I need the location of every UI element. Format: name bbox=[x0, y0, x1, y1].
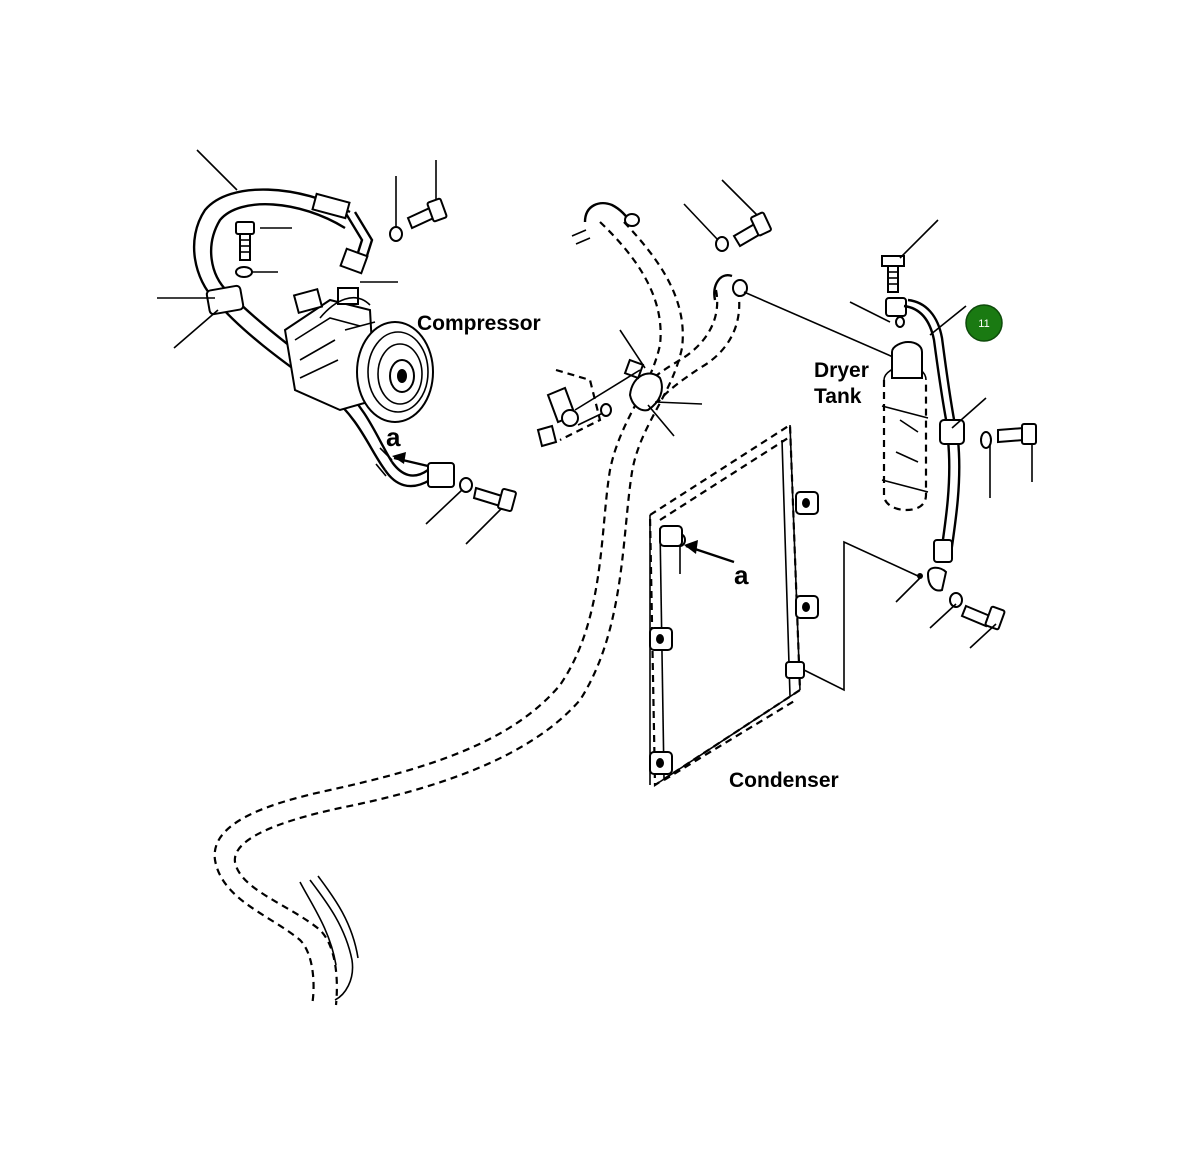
washer-icon bbox=[235, 226, 473, 493]
view-a-label-right: a bbox=[734, 560, 749, 590]
bolt-icon bbox=[235, 221, 255, 261]
dryer-label-line1: Dryer bbox=[814, 359, 869, 382]
condenser-label: Condenser bbox=[729, 769, 839, 792]
view-arrow-right bbox=[684, 540, 735, 564]
bolt-icon bbox=[406, 197, 448, 230]
clamp-icon bbox=[649, 491, 819, 775]
washer-icon bbox=[674, 236, 729, 547]
hose-fitting-icon bbox=[571, 201, 748, 301]
bolt-icon bbox=[997, 423, 1037, 445]
hose-fitting-icon bbox=[885, 297, 907, 328]
bolt-icon bbox=[732, 211, 772, 248]
callout-number: 11 bbox=[978, 318, 989, 330]
dryer-outlet-line bbox=[903, 298, 965, 592]
clamp-icon bbox=[623, 358, 663, 412]
bracket bbox=[536, 368, 612, 448]
washer-icon bbox=[917, 431, 992, 608]
condenser bbox=[648, 423, 819, 788]
bolt-icon bbox=[960, 604, 1006, 631]
leader-lines-right bbox=[803, 219, 1033, 692]
leader-lines-center bbox=[574, 179, 901, 574]
dryer-tank bbox=[881, 340, 929, 512]
compressor bbox=[283, 287, 434, 423]
compressor-label: Compressor bbox=[417, 312, 541, 335]
view-arrow-left bbox=[392, 452, 429, 468]
bolt-icon bbox=[881, 255, 905, 293]
callout-circle[interactable] bbox=[965, 304, 1003, 342]
bolt-icon bbox=[472, 486, 517, 513]
view-a-label-left: a bbox=[386, 422, 401, 452]
leader-lines-left bbox=[157, 149, 503, 545]
callout-badge[interactable]: 11 bbox=[965, 304, 1003, 342]
dryer-label-line2: Tank bbox=[814, 385, 862, 408]
